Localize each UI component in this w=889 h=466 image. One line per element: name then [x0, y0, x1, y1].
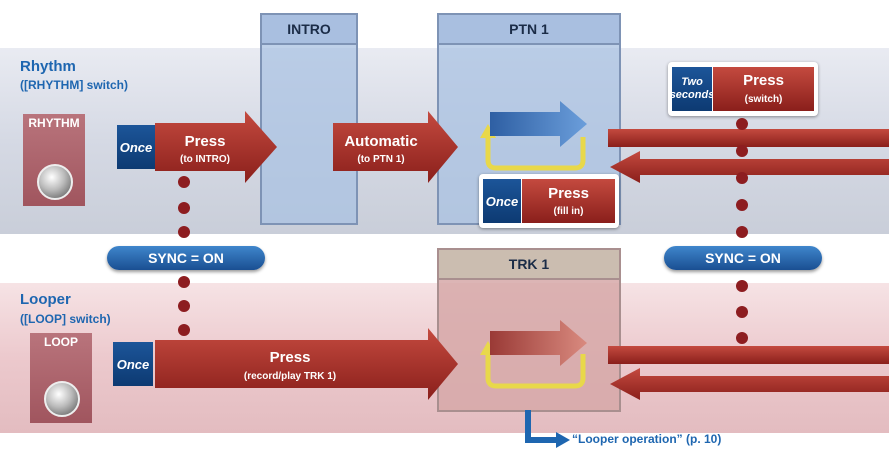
rhythm-press-arrow [155, 111, 277, 183]
ptn1-loop-arrow [490, 101, 587, 147]
rhythm-press-label: Press [184, 133, 226, 150]
sync-dot [736, 199, 748, 211]
looper-title: Looper [20, 291, 71, 308]
looper-subtitle: ([LOOP] switch) [20, 312, 111, 326]
sync-dot [736, 172, 748, 184]
automatic-label: Automatic [344, 133, 418, 150]
stop-press-label: Press [743, 72, 784, 89]
trk1-loop-icon [485, 354, 586, 389]
fill-press-box [522, 179, 615, 223]
sync-dot [736, 280, 748, 292]
sync-on-badge-left: SYNC = ON [107, 246, 265, 270]
rhythm-switch[interactable]: RHYTHM [23, 114, 85, 206]
trk1-loop-arrow [490, 320, 587, 366]
sync-dot [178, 202, 190, 214]
fill-press-label: Press [548, 185, 589, 202]
sync-dot [178, 300, 190, 312]
rhythm-once-tag: Once [117, 125, 155, 169]
fill-press-sub: (fill in) [553, 206, 584, 217]
sync-dot [736, 226, 748, 238]
rhythm-switch-knob-icon [37, 164, 73, 200]
loop-switch[interactable]: LOOP [30, 333, 92, 423]
two-seconds-tag-line2: seconds [669, 89, 715, 101]
automatic-sub: (to PTN 1) [357, 154, 405, 165]
sync-dot [178, 176, 190, 188]
rhythm-press-sub: (to INTRO) [180, 154, 230, 165]
trk1-column-title: TRK 1 [439, 250, 619, 280]
looper-continue-arrow [608, 346, 889, 364]
intro-column-title: INTRO [262, 15, 356, 45]
loop-switch-label: LOOP [43, 335, 78, 349]
ptn1-loop-icon [485, 137, 586, 171]
reference-arrow-icon [525, 410, 558, 443]
fill-once-tag: Once [483, 179, 521, 223]
intro-column: INTRO [260, 13, 358, 225]
sync-dot [736, 306, 748, 318]
rhythm-title: Rhythm [20, 58, 76, 75]
sync-dot [178, 324, 190, 336]
two-seconds-tag: Two seconds [669, 67, 715, 111]
loop-press-arrow [155, 328, 458, 400]
rhythm-switch-label: RHYTHM [28, 116, 80, 130]
ptn1-column-title: PTN 1 [439, 15, 619, 45]
sync-on-badge-right: SYNC = ON [664, 246, 822, 270]
looper-operation-link[interactable]: “Looper operation” (p. 10) [572, 432, 722, 446]
loop-press-label: Press [269, 349, 311, 366]
rhythm-subtitle: ([RHYTHM] switch) [20, 78, 128, 92]
stop-press-box [713, 67, 814, 111]
looper-return-arrow [610, 368, 889, 400]
sync-dot [178, 226, 190, 238]
loop-press-sub: (record/play TRK 1) [243, 371, 337, 382]
sync-dot [736, 145, 748, 157]
stop-press-sub: (switch) [744, 94, 783, 105]
automatic-arrow [333, 111, 458, 183]
sync-dot [178, 276, 190, 288]
rhythm-continue-arrow [608, 129, 889, 147]
sync-dot [736, 118, 748, 130]
rhythm-return-arrow [610, 151, 889, 183]
loop-once-tag: Once [113, 342, 153, 386]
loop-switch-knob-icon [44, 381, 80, 417]
two-seconds-tag-line1: Two [681, 76, 703, 88]
sync-dot [736, 332, 748, 344]
